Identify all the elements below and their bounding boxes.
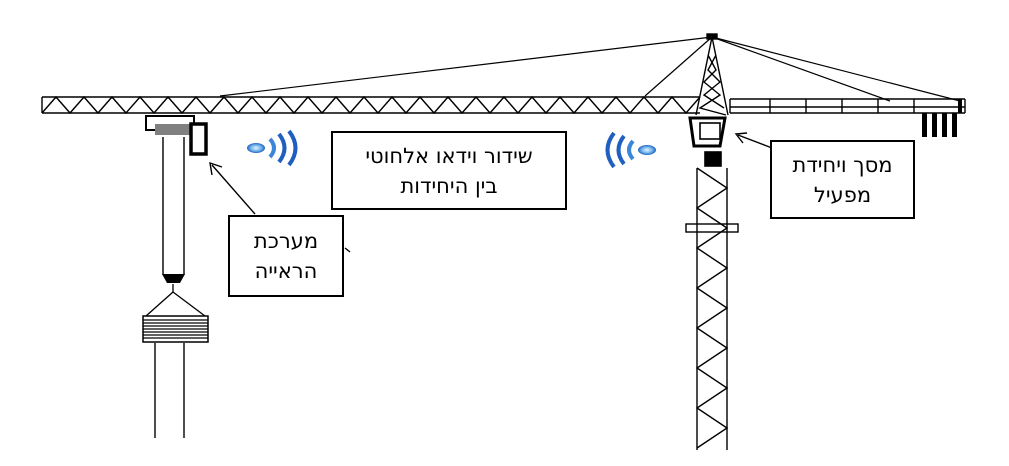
wireless-signal-left-icon bbox=[605, 131, 656, 169]
operator-screen-label: מסך ויחידת מפעיל bbox=[770, 140, 915, 219]
trolley bbox=[145, 115, 195, 135]
sling bbox=[145, 284, 206, 317]
counterweight-blocks bbox=[922, 99, 962, 137]
pendant-cables bbox=[219, 36, 961, 102]
hoist-cables bbox=[162, 137, 185, 275]
load bbox=[142, 315, 209, 343]
counter-jib bbox=[729, 98, 966, 114]
wireless-signal-right-icon bbox=[247, 129, 298, 167]
tower-mast bbox=[685, 167, 739, 450]
crane-jib bbox=[41, 95, 701, 115]
leader-arrows bbox=[209, 132, 773, 253]
tower-top bbox=[695, 33, 729, 116]
wireless-video-label: שידור וידאו אלחוטי בין היחידות bbox=[331, 131, 567, 210]
camera-unit bbox=[189, 122, 208, 156]
operator-screen-text: מסך ויחידת מפעיל bbox=[792, 152, 893, 207]
operator-cabin bbox=[688, 116, 727, 167]
hook-block bbox=[162, 274, 185, 283]
camera-system-label: מערכת הראייה bbox=[228, 215, 344, 297]
camera-system-text: מערכת הראייה bbox=[253, 229, 319, 283]
load-drop-lines bbox=[154, 343, 185, 438]
wireless-video-text: שידור וידאו אלחוטי בין היחידות bbox=[365, 143, 533, 198]
